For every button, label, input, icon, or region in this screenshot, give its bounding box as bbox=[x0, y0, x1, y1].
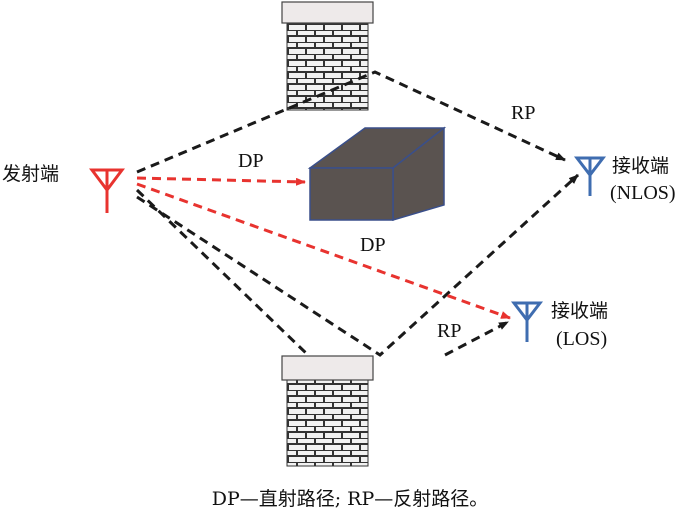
bottom-wall bbox=[281, 355, 374, 467]
reflected-paths bbox=[135, 70, 580, 357]
rp-bottom-path-2 bbox=[136, 173, 580, 357]
direct-paths bbox=[136, 176, 511, 320]
rp-top-label: RP bbox=[511, 102, 536, 124]
receiver-nlos-label: 接收端 bbox=[612, 155, 670, 177]
rp-los-path bbox=[444, 320, 509, 357]
top-wall bbox=[281, 1, 374, 111]
receiver-los-antenna-icon bbox=[510, 301, 544, 342]
dp-obstacle-path bbox=[136, 176, 306, 186]
transmitter-antenna-icon bbox=[89, 168, 125, 213]
rp-bottom-label: RP bbox=[437, 320, 462, 342]
receiver-nlos-sublabel: (NLOS) bbox=[610, 182, 676, 204]
transmitter-label: 发射端 bbox=[2, 163, 60, 185]
figure-caption: DP—直射路径; RP—反射路径。 bbox=[211, 488, 489, 510]
dp-los-path bbox=[136, 182, 511, 320]
receiver-los-label: 接收端 bbox=[551, 300, 609, 322]
rp-top-path bbox=[136, 70, 566, 174]
dp-bottom-label: DP bbox=[360, 234, 386, 256]
dp-top-label: DP bbox=[238, 150, 264, 172]
receiver-nlos-antenna-icon bbox=[573, 156, 607, 196]
rp-bottom-path-1 bbox=[135, 188, 310, 357]
receiver-los-sublabel: (LOS) bbox=[556, 328, 608, 350]
obstacle-box bbox=[307, 126, 447, 222]
